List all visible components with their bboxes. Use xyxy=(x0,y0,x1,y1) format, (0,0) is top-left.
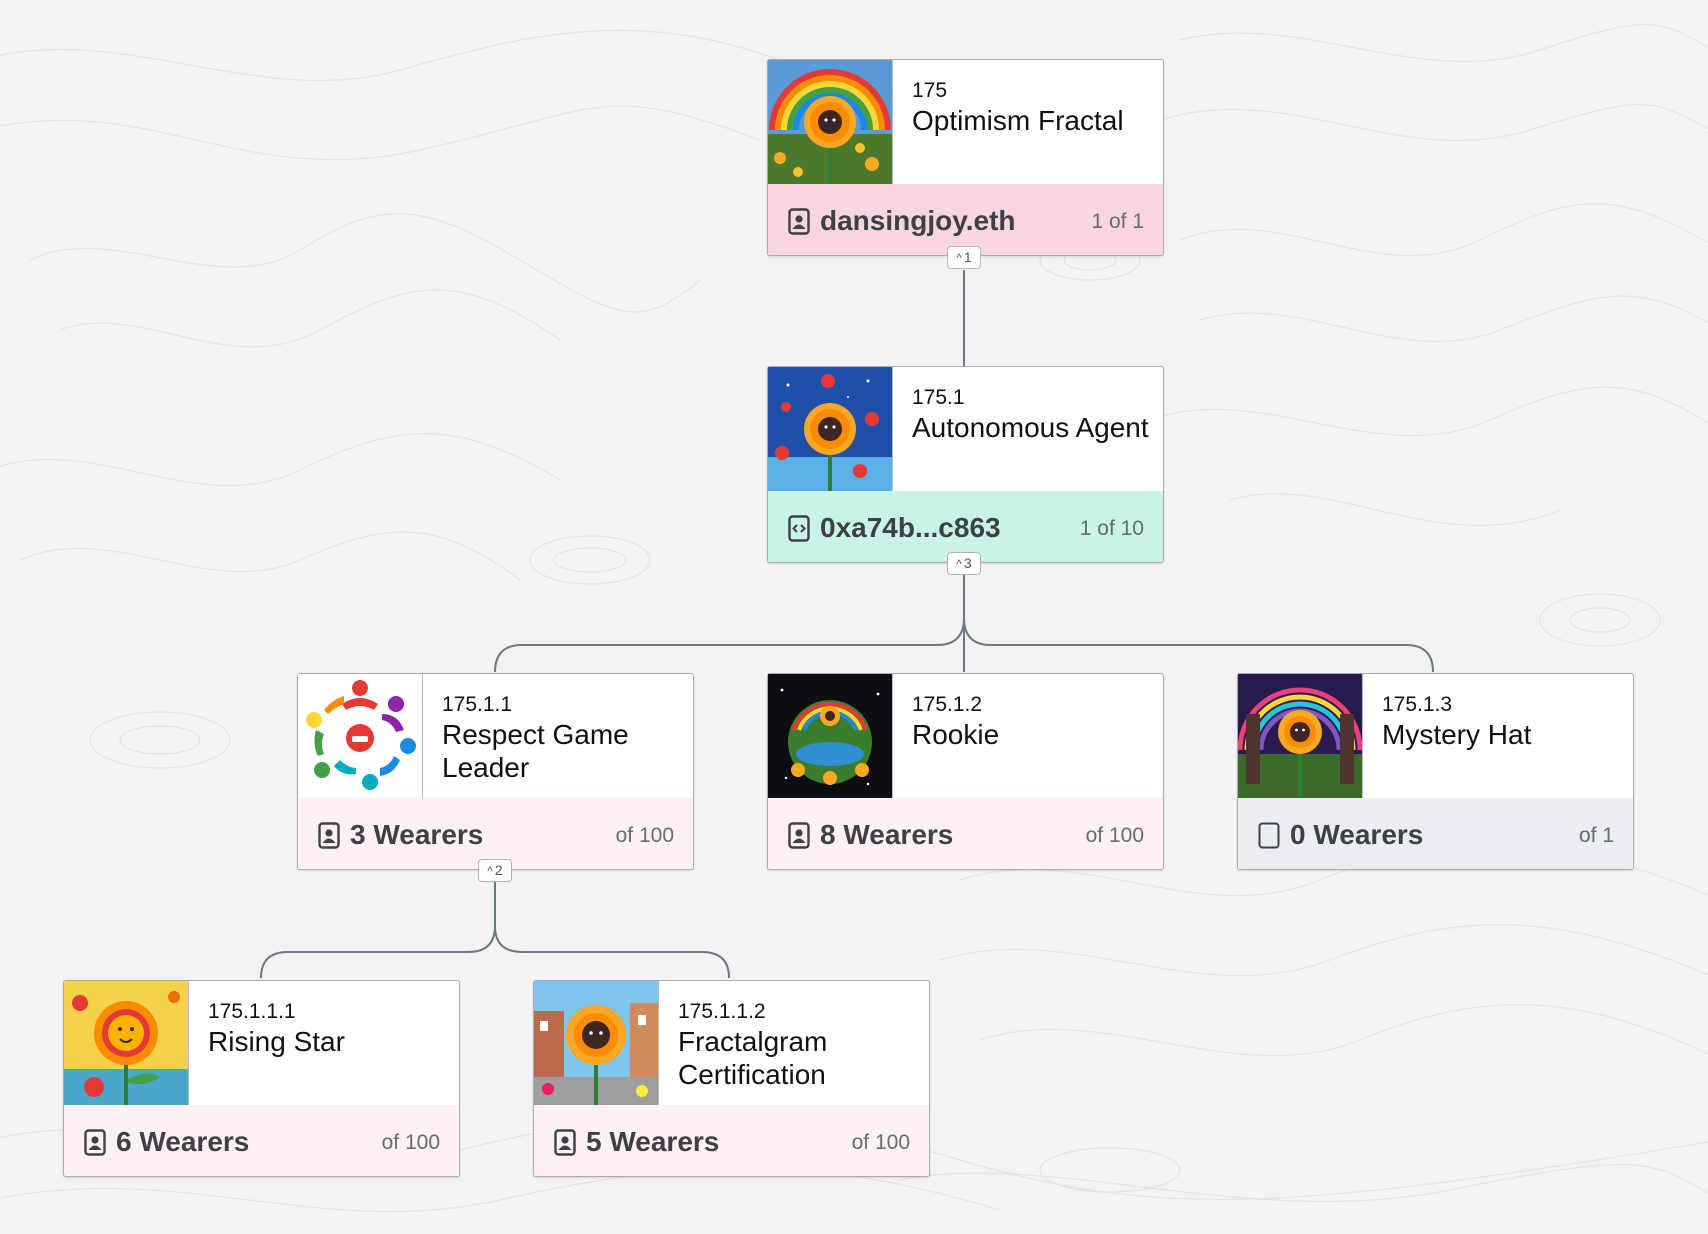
wearer-row[interactable]: 5 Wearers of 100 xyxy=(534,1105,929,1176)
hat-header: 175.1.1.2 Fractalgram Certification xyxy=(534,981,929,1106)
chevron-up-icon: ^ xyxy=(956,251,962,265)
wearer-label: 8 Wearers xyxy=(820,819,954,850)
wearer-row[interactable]: 0xa74b...c863 1 of 10 xyxy=(768,491,1163,562)
neon-sunflower-image xyxy=(1238,674,1363,798)
hat-header: 175.1 Autonomous Agent xyxy=(768,367,1163,492)
town-sunflower-image xyxy=(534,981,659,1105)
expand-toggle-175-1[interactable]: ^3 xyxy=(947,552,981,575)
star-sunflower-image xyxy=(64,981,189,1105)
toggle-count: 2 xyxy=(494,862,503,878)
juggling-sunflower-image xyxy=(768,367,893,491)
wearer-count: 1 of 1 xyxy=(1091,210,1144,233)
hat-name: Respect Game Leader xyxy=(442,719,629,783)
badge-icon xyxy=(318,822,340,849)
rainbow-sunflower-image xyxy=(768,60,893,184)
wearer-row[interactable]: 3 Wearers of 100 xyxy=(298,798,693,869)
hat-id: 175.1.1.1 xyxy=(208,1000,296,1023)
wearer-label: 3 Wearers xyxy=(350,819,484,850)
wearer-count: 1 of 10 xyxy=(1079,517,1144,540)
hat-id: 175.1.1.2 xyxy=(678,1000,766,1023)
expand-toggle-175[interactable]: ^1 xyxy=(947,246,981,269)
hat-name: Mystery Hat xyxy=(1382,719,1532,750)
hat-card-175-1[interactable]: 175.1 Autonomous Agent 0xa74b...c863 1 o… xyxy=(767,366,1164,563)
hat-header: 175.1.3 Mystery Hat xyxy=(1238,674,1633,799)
wearer-label: dansingjoy.eth xyxy=(820,205,1016,236)
toggle-count: 3 xyxy=(963,555,972,571)
hat-card-175-1-2[interactable]: 175.1.2 Rookie 8 Wearers of 100 xyxy=(767,673,1164,870)
toggle-count: 1 xyxy=(963,249,972,265)
hat-name: Rising Star xyxy=(208,1026,345,1057)
hat-id: 175.1.1 xyxy=(442,693,513,716)
hat-name: Optimism Fractal xyxy=(912,105,1124,136)
hat-name: Rookie xyxy=(912,719,1000,750)
empty-badge-icon xyxy=(1258,822,1280,849)
wearer-label: 5 Wearers xyxy=(586,1126,720,1157)
hat-card-175-1-1-1[interactable]: 175.1.1.1 Rising Star 6 Wearers of 100 xyxy=(63,980,460,1177)
badge-icon xyxy=(554,1129,576,1156)
wearer-row[interactable]: 6 Wearers of 100 xyxy=(64,1105,459,1176)
wearer-count: of 100 xyxy=(615,824,674,847)
chevron-up-icon: ^ xyxy=(956,557,962,571)
hat-header: 175.1.1.1 Rising Star xyxy=(64,981,459,1106)
wearer-count: of 100 xyxy=(851,1131,910,1154)
chevron-up-icon: ^ xyxy=(487,864,493,878)
hat-card-175-1-1[interactable]: 175.1.1 Respect Game Leader 3 Wearers of… xyxy=(297,673,694,870)
wearer-row[interactable]: dansingjoy.eth 1 of 1 xyxy=(768,184,1163,255)
badge-icon xyxy=(788,822,810,849)
code-icon xyxy=(788,515,810,542)
expand-toggle-175-1-1[interactable]: ^2 xyxy=(478,859,512,882)
circle-of-people-image xyxy=(298,674,423,798)
hat-card-175[interactable]: 175 Optimism Fractal dansingjoy.eth 1 of… xyxy=(767,59,1164,256)
wearer-label: 6 Wearers xyxy=(116,1126,250,1157)
hat-name: Fractalgram Certification xyxy=(678,1026,828,1090)
hat-card-175-1-1-2[interactable]: 175.1.1.2 Fractalgram Certification 5 We… xyxy=(533,980,930,1177)
badge-icon xyxy=(84,1129,106,1156)
sunflower-world-image xyxy=(768,674,893,798)
badge-icon xyxy=(788,208,810,235)
hat-id: 175.1.2 xyxy=(912,693,983,716)
wearer-count: of 100 xyxy=(1085,824,1144,847)
wearer-count: of 1 xyxy=(1578,824,1614,847)
hat-header: 175 Optimism Fractal xyxy=(768,60,1163,185)
wearer-row[interactable]: 8 Wearers of 100 xyxy=(768,798,1163,869)
hat-id: 175 xyxy=(912,79,948,102)
hat-id: 175.1 xyxy=(912,386,965,409)
hat-card-175-1-3[interactable]: 175.1.3 Mystery Hat 0 Wearers of 1 xyxy=(1237,673,1634,870)
hat-header: 175.1.1 Respect Game Leader xyxy=(298,674,693,799)
hat-header: 175.1.2 Rookie xyxy=(768,674,1163,799)
wearer-row[interactable]: 0 Wearers of 1 xyxy=(1238,798,1633,869)
hat-name: Autonomous Agent xyxy=(912,412,1149,443)
wearer-count: of 100 xyxy=(381,1131,440,1154)
hat-id: 175.1.3 xyxy=(1382,693,1453,716)
wearer-label: 0 Wearers xyxy=(1290,819,1424,850)
wearer-label: 0xa74b...c863 xyxy=(820,512,1001,543)
